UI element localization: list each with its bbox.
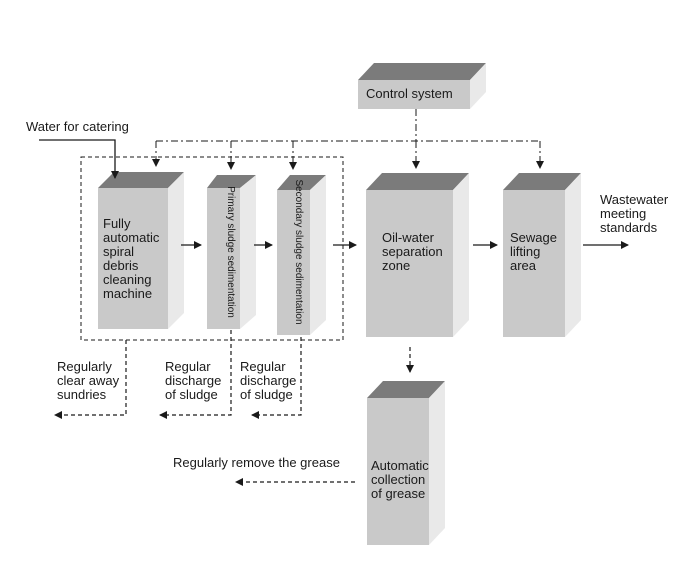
output-label: Wastewater meeting standards xyxy=(600,192,669,235)
secondary-sedimentation-label: Secondary sludge sedimentation xyxy=(293,179,304,325)
sewage-lifting-box xyxy=(503,173,581,337)
control-signal-lines xyxy=(152,109,544,170)
grease-collection-label: Automatic collection of grease xyxy=(371,458,429,501)
debris-machine-label: Fully automatic spiral debris cleaning m… xyxy=(103,216,160,301)
discharge-arrows xyxy=(54,330,414,486)
control-system-box xyxy=(358,63,486,109)
oil-water-separation-box xyxy=(366,173,469,337)
sundries-discharge-label: Regularly clear away sundries xyxy=(57,359,120,402)
secondary-sludge-discharge-label: Regular discharge of sludge xyxy=(240,359,297,402)
input-label: Water for catering xyxy=(26,119,129,134)
input-arrow xyxy=(39,139,119,179)
grease-removal-label: Regularly remove the grease xyxy=(173,455,340,470)
pretreatment-enclosure xyxy=(80,156,344,341)
control-system-label: Control system xyxy=(366,86,453,101)
primary-sedimentation-box xyxy=(207,175,256,329)
oil-water-separation-label: Oil-water separation zone xyxy=(382,230,443,273)
grease-collection-box xyxy=(367,381,445,545)
secondary-sedimentation-box xyxy=(277,175,326,335)
sewage-lifting-label: Sewage lifting area xyxy=(510,230,557,273)
primary-sedimentation-label: Primary sludge sedimentation xyxy=(225,186,236,318)
main-flow-arrows xyxy=(39,139,629,249)
primary-sludge-discharge-label: Regular discharge of sludge xyxy=(165,359,222,402)
debris-machine-box xyxy=(98,172,184,329)
